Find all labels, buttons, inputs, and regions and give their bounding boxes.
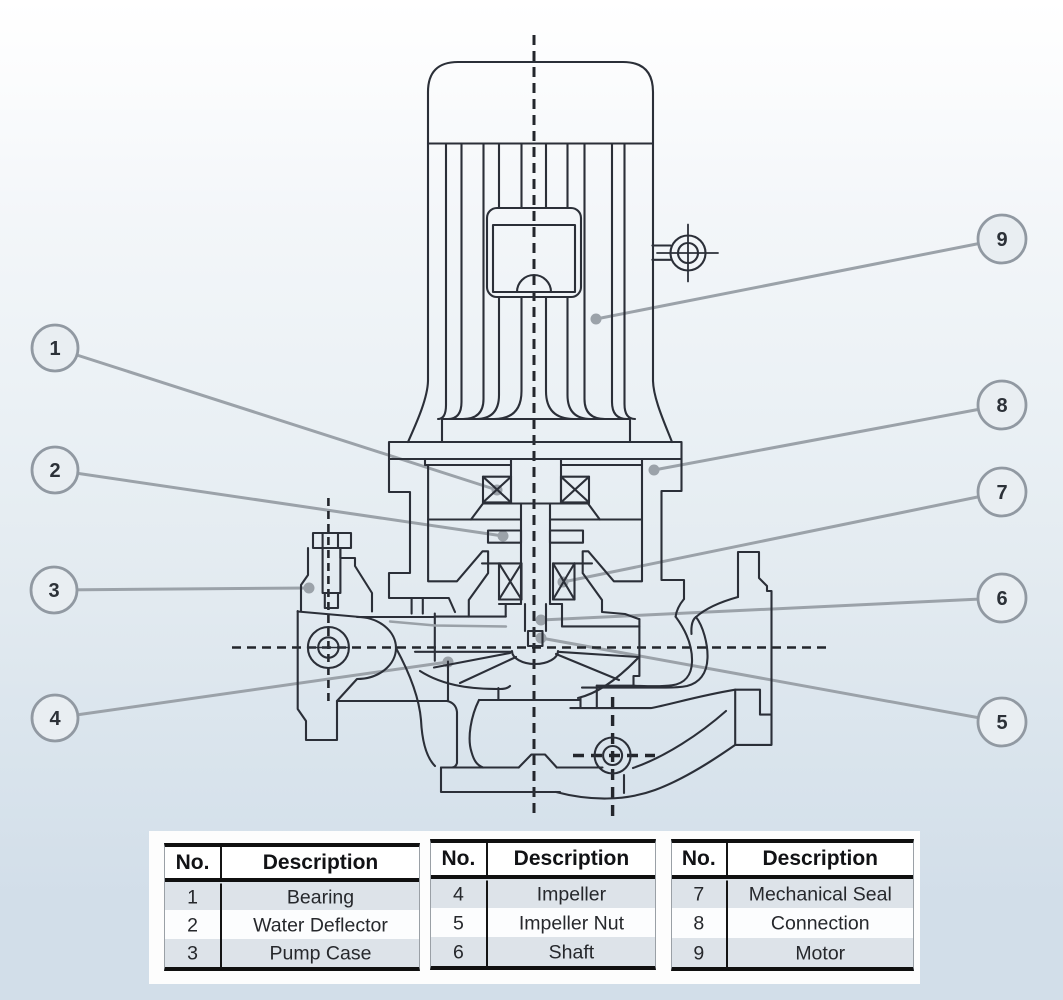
svg-text:4: 4: [49, 708, 61, 730]
svg-text:6: 6: [996, 588, 1007, 610]
svg-text:7: 7: [996, 482, 1007, 504]
svg-text:1: 1: [49, 338, 60, 360]
svg-text:5: 5: [996, 712, 1007, 734]
svg-text:9: 9: [996, 229, 1007, 251]
svg-text:8: 8: [996, 395, 1007, 417]
svg-text:3: 3: [48, 580, 59, 602]
svg-text:2: 2: [49, 460, 60, 482]
